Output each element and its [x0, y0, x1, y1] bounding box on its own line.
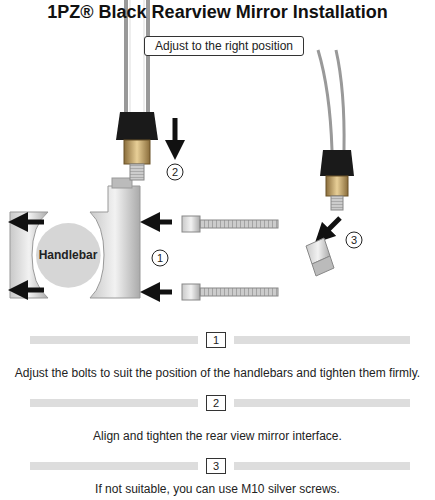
- node-text: 2: [172, 166, 178, 178]
- handlebar-circle: Handlebar: [35, 222, 102, 289]
- divider-bar: [30, 399, 198, 407]
- node-text: 3: [213, 460, 219, 472]
- node-text: Adjust to the right position: [155, 39, 293, 53]
- node-text: Handlebar: [39, 248, 98, 262]
- divider-bar: [234, 336, 410, 344]
- instruction-text: If not suitable, you can use M10 silver …: [95, 482, 340, 496]
- instruction-text: Adjust the bolts to suit the position of…: [15, 366, 420, 380]
- divider-bar: [30, 462, 198, 470]
- instruction-text: Align and tighten the rear view mirror i…: [93, 429, 342, 443]
- callout-number: 3: [345, 231, 363, 249]
- divider-bar: [234, 462, 410, 470]
- node-text: 2: [213, 397, 219, 409]
- step-number: 1: [206, 332, 226, 348]
- node-text: 3: [351, 234, 357, 246]
- divider-bar: [30, 336, 198, 344]
- step-number: 2: [206, 395, 226, 411]
- heading-box: Adjust to the right position: [144, 36, 304, 56]
- divider-bar: [234, 399, 410, 407]
- callout-number: 2: [166, 163, 184, 181]
- title: 1PZ® Black Rearview Mirror Installation: [0, 2, 435, 23]
- callout-number: 1: [151, 249, 169, 267]
- step-number: 3: [206, 458, 226, 474]
- node-text: 1: [157, 252, 163, 264]
- node-text: 1: [213, 334, 219, 346]
